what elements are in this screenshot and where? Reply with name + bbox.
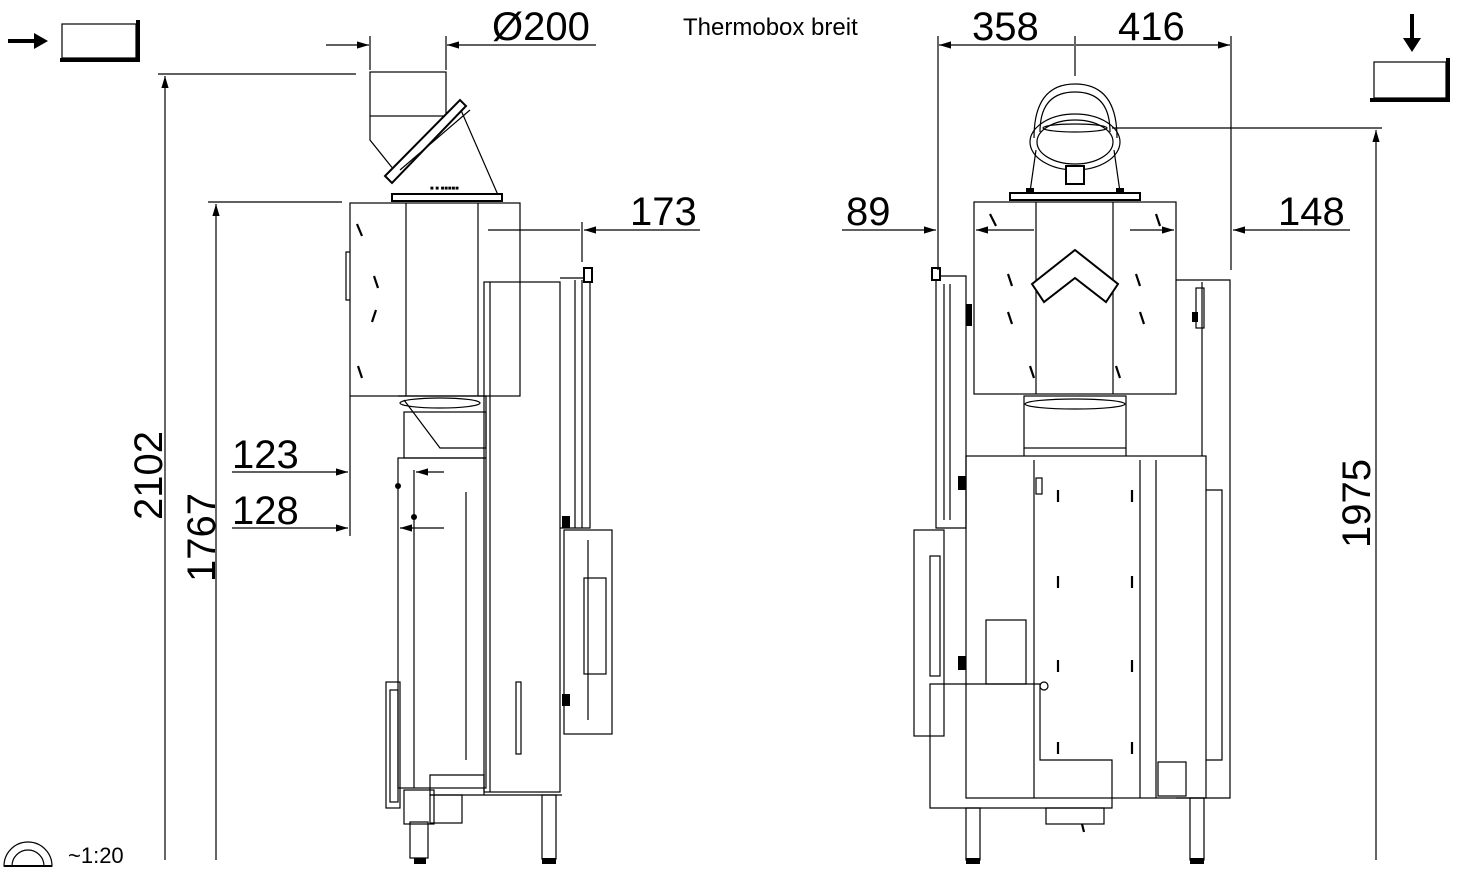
dim-front-height: 1975 — [1335, 459, 1379, 548]
arrow-right-view-icon — [8, 20, 140, 62]
dim-side-offset-lower: 128 — [232, 489, 299, 533]
drawing-title: Thermobox breit — [683, 14, 858, 41]
dim-side-depth-offset: 173 — [630, 190, 697, 234]
dim-front-width-left: 358 — [972, 5, 1039, 49]
dim-pipe-diameter: Ø200 — [492, 5, 590, 49]
side-view: ■ ■ ■■■■■ — [158, 36, 700, 864]
dim-side-offset-upper: 123 — [232, 433, 299, 477]
scale-label: ~1:20 — [68, 843, 124, 868]
arrow-down-view-icon — [1370, 14, 1450, 102]
dim-front-right-offset: 148 — [1278, 190, 1345, 234]
dim-side-height-total: 2102 — [127, 431, 171, 520]
dim-front-left-offset: 89 — [846, 190, 891, 234]
dim-front-width-right: 416 — [1118, 5, 1185, 49]
front-view — [842, 36, 1382, 864]
svg-text:■ ■ ■■■■■: ■ ■ ■■■■■ — [430, 186, 459, 192]
dim-side-height-box: 1767 — [180, 493, 224, 582]
protractor-icon — [3, 841, 53, 867]
